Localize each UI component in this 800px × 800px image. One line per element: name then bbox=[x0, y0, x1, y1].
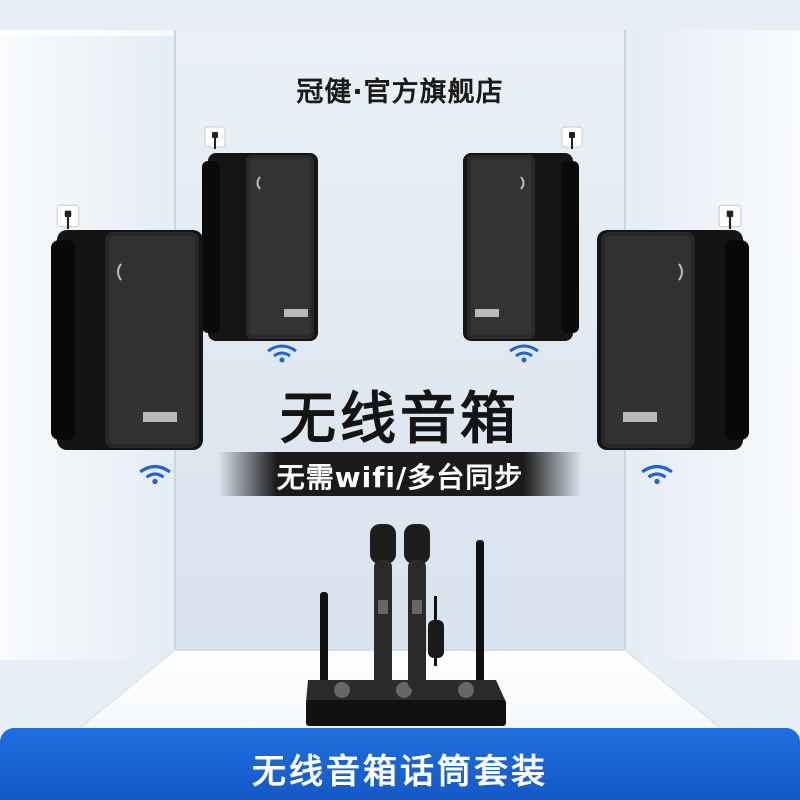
store-name: 冠健·官方旗舰店 bbox=[296, 77, 504, 108]
wifi-icon bbox=[267, 344, 297, 363]
wall-socket-icon bbox=[561, 126, 583, 149]
tagline: 无需wifi/多台同步 bbox=[276, 461, 524, 494]
speaker-front-right bbox=[597, 230, 749, 450]
wall-socket-icon bbox=[204, 126, 226, 149]
wall-socket-icon bbox=[56, 204, 80, 229]
footer-bar bbox=[0, 728, 800, 800]
tagline-banner bbox=[218, 452, 582, 496]
microphone-receiver-kit bbox=[306, 524, 506, 726]
wifi-icon bbox=[509, 344, 539, 363]
wall-socket-icon bbox=[718, 204, 742, 229]
speaker-back-left bbox=[202, 153, 318, 341]
headline: 无线音箱 bbox=[280, 387, 520, 452]
wifi-icon bbox=[641, 464, 673, 485]
wifi-icon bbox=[139, 464, 171, 485]
speaker-back-right bbox=[463, 153, 579, 341]
product-title: 无线音箱话筒套装 bbox=[252, 752, 548, 792]
speaker-front-left bbox=[51, 230, 203, 450]
